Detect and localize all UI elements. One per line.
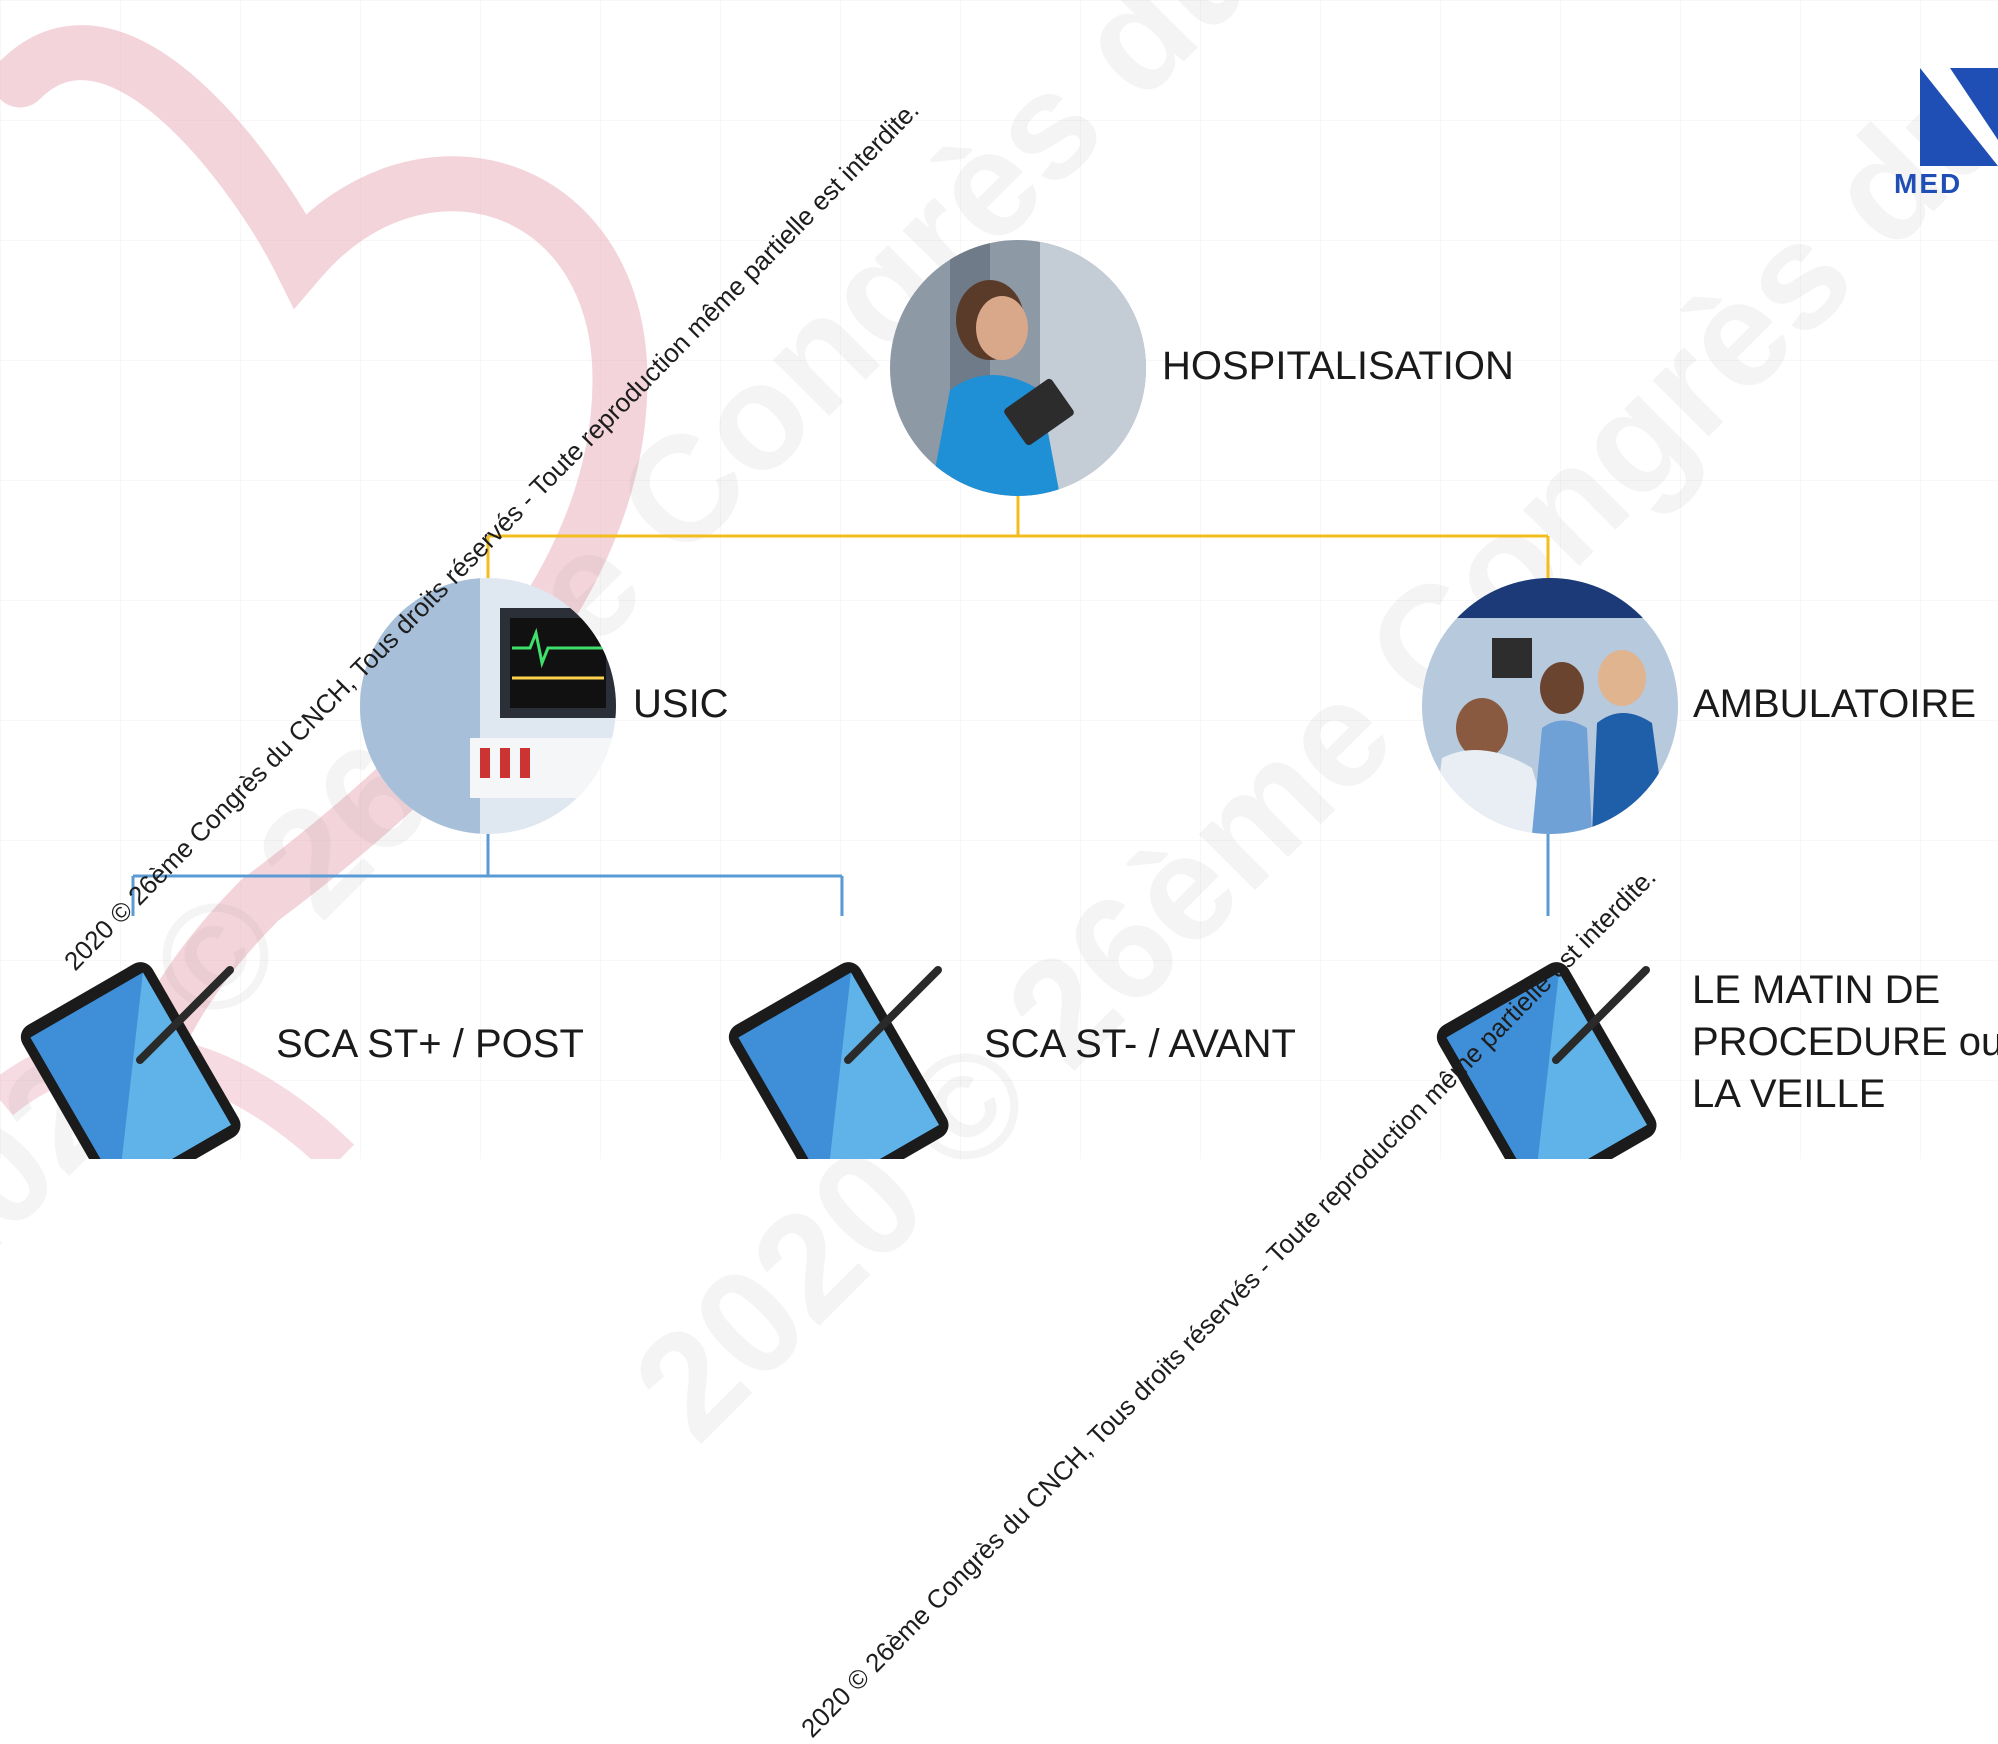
hospitalisation-label: HOSPITALISATION: [1162, 344, 1514, 388]
leaf-1-label: SCA ST+ / POST: [276, 1022, 584, 1066]
leaf-3-label-line-2: PROCEDURE ou: [1692, 1020, 1998, 1064]
ambulatoire-label: AMBULATOIRE: [1693, 682, 1977, 726]
connector-top-level: [486, 495, 1550, 580]
hospitalisation-photo: [890, 240, 1146, 496]
tablet-icon-3: [1436, 962, 1657, 1159]
tablet-icon-2: [728, 962, 949, 1159]
logo-icon: [1920, 68, 1998, 166]
leaf-2-label: SCA ST- / AVANT: [984, 1022, 1296, 1066]
background-art: [0, 0, 1998, 1159]
tablet-icon-1: [20, 962, 241, 1159]
connector-bottom-level: [131, 830, 1550, 916]
leaf-3-label-line-3: LA VEILLE: [1692, 1072, 1886, 1116]
logo-text: MED: [1894, 168, 1963, 199]
med-logo: MED: [1890, 60, 1998, 200]
ambulatoire-photo: [1422, 578, 1678, 834]
tree-connectors: [131, 495, 1550, 916]
usic-label: USIC: [633, 682, 729, 726]
heart-decoration: [0, 25, 648, 1159]
leaf-3-label-line-1: LE MATIN DE: [1692, 968, 1941, 1012]
